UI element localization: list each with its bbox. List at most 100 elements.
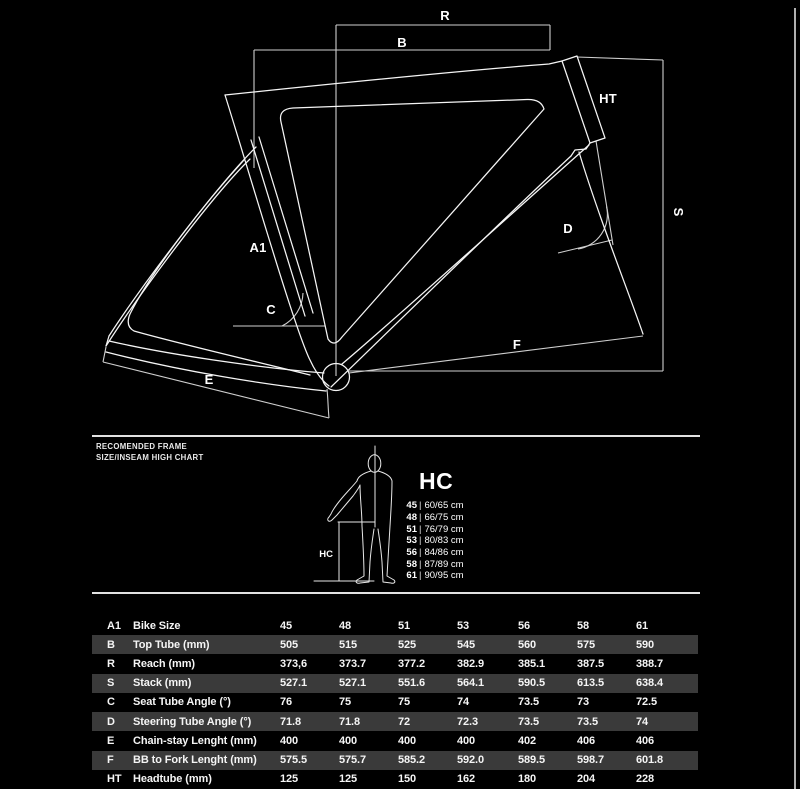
hc-item-size: 45 <box>406 500 417 512</box>
hc-list-item: 56|84/86 cm <box>390 546 463 559</box>
geometry-cell: 387.5 <box>577 658 605 671</box>
dropout-dim-tick <box>102 346 107 363</box>
figure-body-right <box>377 470 396 584</box>
geometry-row-key: C <box>107 696 115 709</box>
size-chart-heading: RECOMENDED FRAME SIZE/INSEAM HIGH CHART <box>96 442 204 463</box>
hc-list-item: 51|76/79 cm <box>390 523 464 535</box>
steering-axis-line <box>595 140 614 246</box>
hc-item-divider: | <box>419 570 422 582</box>
hc-item-inseam: 76/79 cm <box>424 523 464 535</box>
label-bb-to-fork: F <box>513 337 521 352</box>
geometry-cell: 551.6 <box>398 677 426 690</box>
hc-item-size: 61 <box>406 570 417 582</box>
geometry-cell: 598.7 <box>577 754 605 767</box>
hc-item-inseam: 60/65 cm <box>424 500 464 512</box>
frame-outline <box>105 55 644 392</box>
geometry-cell: 228 <box>636 773 655 786</box>
geometry-row-key: E <box>107 734 115 747</box>
chain-stay-upper-edge <box>108 340 325 374</box>
geometry-cell: 51 <box>398 619 411 632</box>
hc-item-size: 48 <box>406 511 417 523</box>
hc-list-item: 53|80/83 cm <box>390 535 464 547</box>
geometry-cell: 75 <box>339 696 352 709</box>
bottom-bracket-circle <box>321 362 351 392</box>
label-stack: S <box>671 208 686 217</box>
geometry-cell: 590 <box>636 638 655 651</box>
geometry-cell: 575 <box>577 638 596 651</box>
hc-list-item: 61|90/95 cm <box>390 570 464 582</box>
size-chart-heading-line1: RECOMENDED FRAME <box>96 442 187 451</box>
hc-item-divider: | <box>419 523 422 535</box>
right-edge-line <box>794 8 796 789</box>
geometry-row-key: B <box>107 638 115 651</box>
figure-body-left <box>327 470 375 584</box>
geometry-cell: 575.7 <box>339 754 367 767</box>
geometry-cell: 53 <box>457 619 470 632</box>
geometry-cell: 377.2 <box>398 658 426 671</box>
hc-item-size: 58 <box>406 558 417 570</box>
hc-item-divider: | <box>419 558 422 570</box>
rear-dropout <box>105 335 110 347</box>
geometry-row-key: HT <box>107 773 122 786</box>
rear-triangle-inner-outline <box>127 159 311 376</box>
label-reach: R <box>440 8 450 23</box>
hc-item-divider: | <box>419 500 422 512</box>
geometry-cell: 61 <box>636 619 649 632</box>
geometry-cell: 71.8 <box>339 715 361 728</box>
hc-item-size: 51 <box>406 523 417 535</box>
geometry-row-key: A1 <box>107 619 121 632</box>
geometry-cell: 150 <box>398 773 417 786</box>
diagram-labels: R B HT S A1 C D E F <box>205 8 686 387</box>
size-chart-heading-line2: SIZE/INSEAM HIGH CHART <box>96 452 204 462</box>
geometry-row-key: F <box>107 754 114 767</box>
geometry-cell: 589.5 <box>518 754 546 767</box>
geometry-row-key: D <box>107 715 115 728</box>
hc-item-inseam: 80/83 cm <box>424 535 464 547</box>
geometry-cell: 402 <box>518 734 537 747</box>
geometry-row-label: BB to Fork Lenght (mm) <box>133 754 257 767</box>
geometry-cell: 400 <box>457 734 476 747</box>
geometry-cell: 56 <box>518 619 531 632</box>
geometry-cell: 45 <box>280 619 293 632</box>
hc-item-inseam: 90/95 cm <box>424 570 464 582</box>
head-tube <box>561 55 606 144</box>
figure-hc-label: HC <box>319 549 333 560</box>
hc-item-size: 56 <box>406 546 417 558</box>
geometry-row-label: Headtube (mm) <box>133 773 212 786</box>
geometry-cell: 382.9 <box>457 658 485 671</box>
geometry-cell: 125 <box>280 773 299 786</box>
frame-diagram: R B HT S A1 C D E F <box>102 8 686 419</box>
geometry-cell: 525 <box>398 638 417 651</box>
stack-dim-top <box>576 56 664 61</box>
geometry-cell: 560 <box>518 638 537 651</box>
geometry-cell: 564.1 <box>457 677 485 690</box>
geometry-cell: 400 <box>339 734 358 747</box>
geometry-cell: 75 <box>398 696 411 709</box>
geometry-table-row: F BB to Fork Lenght (mm) 575.5 575.7 585.2 59… <box>92 750 698 770</box>
geometry-cell: 385.1 <box>518 658 546 671</box>
geometry-cell: 400 <box>398 734 417 747</box>
geometry-cell: 58 <box>577 619 590 632</box>
seat-angle-arc <box>281 292 304 327</box>
geometry-cell: 406 <box>577 734 596 747</box>
hc-item-inseam: 87/89 cm <box>424 558 464 570</box>
geometry-cell: 72.5 <box>636 696 658 709</box>
geometry-cell: 575.5 <box>280 754 308 767</box>
geometry-cell: 585.2 <box>398 754 426 767</box>
separator-line-bottom <box>92 592 700 594</box>
hc-list-item: 45|60/65 cm <box>390 500 464 512</box>
geometry-cell: 406 <box>636 734 655 747</box>
label-seat-tube-size: A1 <box>249 240 266 255</box>
geometry-cell: 545 <box>457 638 476 651</box>
geometry-cell: 72 <box>398 715 411 728</box>
inseam-figure: HC <box>313 445 396 584</box>
hc-item-divider: | <box>419 511 422 523</box>
